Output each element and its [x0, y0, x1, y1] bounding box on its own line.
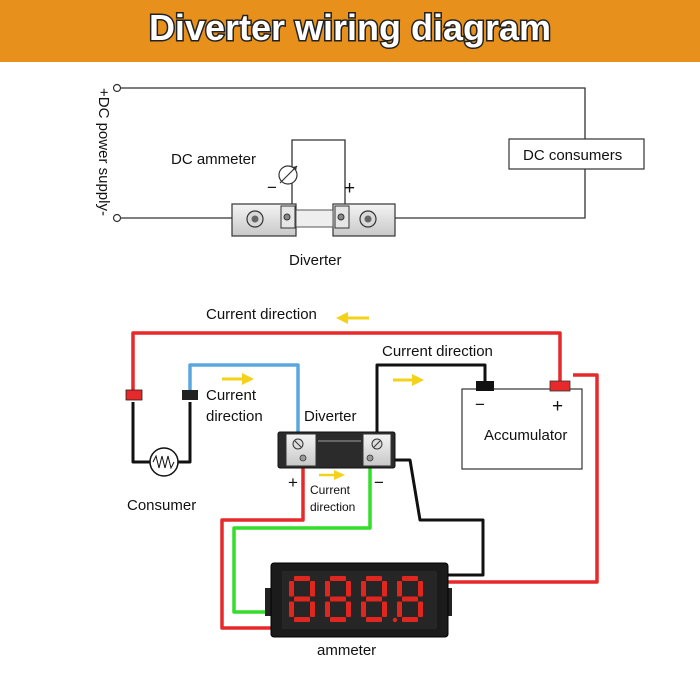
digital-ammeter [265, 562, 452, 638]
terminal-negative [112, 213, 122, 223]
current-direction-small-line2: direction [310, 500, 355, 514]
decimal-point [392, 617, 398, 623]
digit-segment [361, 581, 366, 597]
current-direction-small-line1: Current [310, 483, 351, 497]
page-title: Diverter wiring diagram [149, 7, 551, 48]
accumulator-battery [461, 380, 583, 470]
dc-consumers-box [508, 138, 645, 170]
consumer-resistor-symbol [149, 447, 179, 477]
digit-segment [325, 581, 330, 597]
accumulator-plus-sign: + [552, 396, 563, 417]
bottom-diverter-label: Diverter [304, 408, 357, 425]
digit-segment [382, 581, 387, 597]
current-direction-top-label: Current direction [206, 306, 317, 323]
digit-segment [418, 581, 423, 597]
diverter-minus-sign: − [374, 473, 384, 492]
blue-wire [188, 363, 300, 440]
terminal-positive [112, 83, 122, 93]
accumulator-minus-sign: − [475, 395, 485, 414]
dc-power-supply-label: +DC power supply- [95, 88, 112, 216]
ammeter-plus-sign: + [344, 178, 355, 199]
diverter-plus-sign: + [288, 473, 298, 492]
accumulator-label: Accumulator [484, 427, 567, 444]
digit-segment [346, 601, 351, 617]
digit-segment [325, 601, 330, 617]
digit-segment [397, 581, 402, 597]
digit-segment [366, 576, 382, 581]
seven-segment-display [289, 576, 423, 623]
digit-segment [402, 576, 418, 581]
arrow-left-icon [336, 312, 369, 324]
digit-segment [294, 617, 310, 622]
black-connector [182, 390, 198, 400]
digit-segment [294, 596, 310, 602]
current-direction-right-label: Current direction [382, 343, 493, 360]
digit-segment [294, 576, 310, 581]
digit-segment [310, 581, 315, 597]
current-direction-left-line2: direction [206, 408, 263, 425]
display-digit [361, 576, 387, 622]
digit-segment [330, 576, 346, 581]
current-direction-left-line1: Current [206, 387, 257, 404]
digit-segment [346, 581, 351, 597]
red-wires [131, 331, 599, 630]
arrow-right-icon [393, 374, 424, 386]
dc-ammeter-symbol [278, 165, 298, 185]
arrow-right-icon [222, 373, 254, 385]
red-connector [125, 389, 143, 401]
digit-segment [366, 617, 382, 622]
digit-segment [397, 601, 402, 617]
digit-segment [402, 596, 418, 602]
digit-segment [330, 617, 346, 622]
green-wire [232, 460, 372, 614]
digit-segment [382, 601, 387, 617]
display-digit [325, 576, 351, 622]
digit-segment [418, 601, 423, 617]
ammeter-label: ammeter [317, 642, 376, 659]
bottom-diverter [277, 431, 396, 469]
digit-segment [289, 601, 294, 617]
top-diverter-label: Diverter [289, 252, 342, 269]
display-digit [397, 576, 423, 622]
consumer-label: Consumer [127, 497, 196, 514]
digit-segment [366, 596, 382, 602]
top-diverter [231, 203, 396, 237]
dc-ammeter-label: DC ammeter [171, 151, 256, 168]
digit-segment [361, 601, 366, 617]
display-digit [289, 576, 315, 622]
digit-segment [289, 581, 294, 597]
arrow-right-icon [319, 470, 345, 480]
digit-segment [330, 596, 346, 602]
dc-consumers-label: DC consumers [523, 147, 622, 164]
black-wires [131, 363, 487, 577]
ammeter-minus-sign: − [267, 178, 277, 197]
digit-segment [310, 601, 315, 617]
title-banner [0, 0, 700, 62]
digit-segment [402, 617, 418, 622]
